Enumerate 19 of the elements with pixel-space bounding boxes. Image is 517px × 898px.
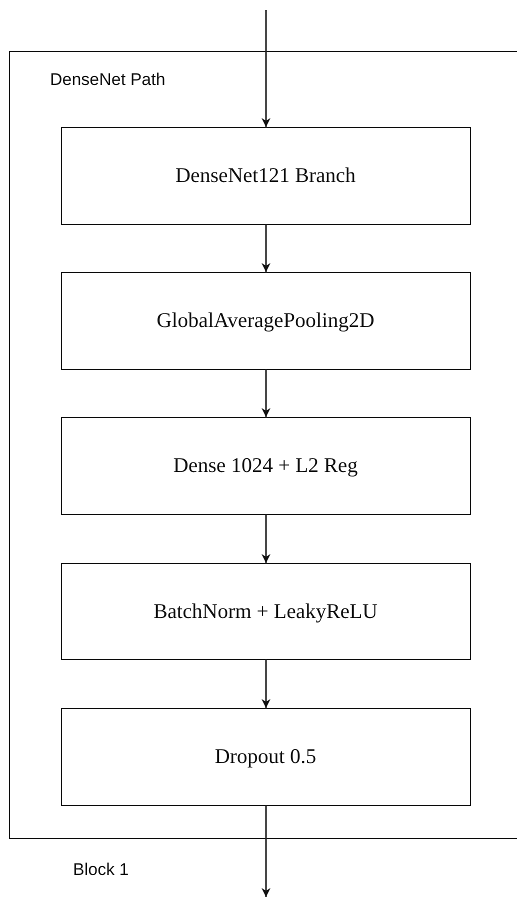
group-title: DenseNet Path xyxy=(50,70,166,90)
block-label: Block 1 xyxy=(73,860,129,880)
group-container xyxy=(9,51,517,839)
arrow xyxy=(262,225,270,272)
box-label: DenseNet121 Branch xyxy=(175,163,356,188)
process-box xyxy=(60,416,470,514)
box-label: BatchNorm + LeakyReLU xyxy=(153,598,378,624)
arrow xyxy=(262,370,270,417)
box-label: Dropout 0.5 xyxy=(214,744,316,769)
process-box xyxy=(60,708,470,806)
arrow xyxy=(262,10,270,127)
arrow xyxy=(262,660,270,708)
arrow xyxy=(262,806,270,897)
box-label: Dense 1024 + L2 Reg xyxy=(173,453,358,478)
process-box xyxy=(60,272,470,370)
process-box xyxy=(60,126,470,224)
box-label: GlobalAveragePooling2D xyxy=(156,308,374,333)
arrow xyxy=(262,515,270,563)
process-box xyxy=(60,562,470,660)
